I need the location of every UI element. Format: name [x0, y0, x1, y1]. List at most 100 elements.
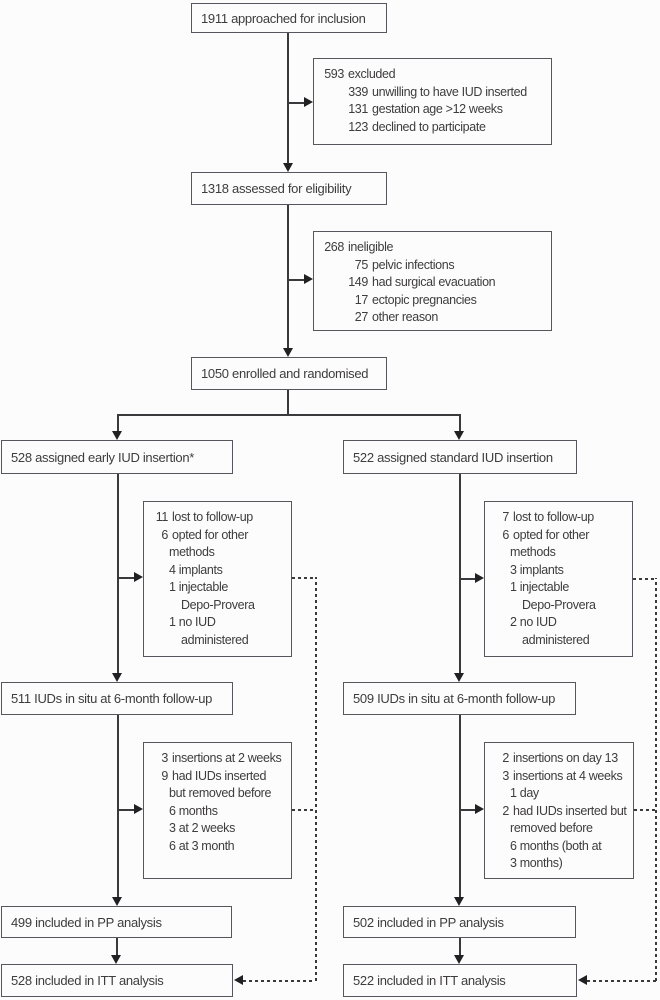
box-pp-standard: 502 included in PP analysis [343, 906, 576, 938]
box-itt-standard: 522 included in ITT analysis [343, 964, 577, 997]
dashed-lost-early-out [292, 577, 316, 579]
flow-list-line: 6 months (both at [510, 838, 602, 853]
flow-list-line: 2 no IUD [510, 615, 557, 629]
dashed-removed-standard-out [634, 809, 656, 811]
flow-list-line: 4 implants [169, 562, 223, 577]
box-assign-early-label: 528 assigned early IUD insertion* [11, 449, 195, 465]
box-pp-standard-label: 502 included in PP analysis [353, 914, 504, 930]
dashed-lost-standard-out [633, 578, 656, 580]
connector-branch-ineligible [288, 279, 304, 281]
dashed-standard-down [655, 578, 657, 981]
flow-list-line: 1 injectable [510, 580, 570, 594]
flow-list-line: Depo-Provera [522, 597, 596, 612]
flow-list-line: administered [522, 632, 590, 647]
connector-assign-situ-standard [459, 474, 461, 674]
box-itt-early-label: 528 included in ITT analysis [11, 973, 164, 988]
box-pp-early: 499 included in PP analysis [1, 906, 232, 938]
connector-split-bar [117, 414, 461, 416]
arrow-down-randomised-icon [283, 348, 293, 357]
connector-branch-removed-standard [460, 809, 475, 811]
connector-split-standard [459, 415, 461, 432]
flow-list-line: 3 months) [510, 856, 563, 870]
arrow-right-removed-standard-icon [475, 804, 484, 814]
connector-split-early [117, 415, 119, 432]
arrow-down-assign-standard-icon [454, 431, 464, 440]
box-randomised-label: 1050 enrolled and randomised [201, 366, 369, 381]
connector-branch-lost-early [118, 577, 134, 579]
dashed-standard-into-itt [587, 980, 656, 982]
arrow-right-lost-early-icon [134, 572, 143, 582]
box-assessed-label: 1318 assessed for eligibility [201, 181, 352, 196]
arrow-down-itt-standard-icon [454, 955, 464, 964]
connector-randomised-split [287, 390, 289, 416]
arrow-down-pp-standard-icon [454, 897, 464, 906]
connector-situ-pp-early [117, 715, 119, 898]
flow-list-line: 1 no IUD [169, 615, 216, 629]
flow-list-line: 1 day [510, 786, 539, 800]
arrow-down-assign-early-icon [112, 431, 122, 440]
arrow-right-excluded-icon [304, 97, 313, 107]
connector-pp-itt-early [116, 938, 118, 956]
arrow-right-ineligible-icon [304, 274, 313, 284]
flow-list-line: methods [169, 545, 215, 559]
box-situ-early: 511 IUDs in situ at 6-month follow-up [1, 682, 233, 715]
box-assign-standard: 522 assigned standard IUD insertion [343, 440, 577, 474]
box-randomised: 1050 enrolled and randomised [191, 357, 387, 390]
dashed-early-into-itt [243, 980, 315, 982]
box-approached: 1911 approached for inclusion [191, 3, 387, 33]
flow-list-line: but removed before [169, 786, 272, 800]
flow-list-line: 3 at 2 weeks [169, 821, 235, 835]
flow-list-line: removed before [510, 821, 593, 835]
connector-branch-removed-early [118, 809, 134, 811]
flow-list-line: 6 months [169, 803, 218, 818]
connector-pp-itt-standard [459, 938, 461, 956]
box-situ-standard-label: 509 IUDs in situ at 6-month follow-up [353, 691, 556, 706]
dashed-early-down [315, 577, 317, 981]
arrow-down-pp-early-icon [112, 897, 122, 906]
arrow-down-situ-early-icon [112, 673, 122, 682]
flow-list-line: 3 implants [510, 562, 564, 577]
box-assign-early: 528 assigned early IUD insertion* [1, 440, 233, 474]
arrow-down-itt-early-icon [111, 955, 121, 964]
box-itt-early: 528 included in ITT analysis [1, 964, 233, 997]
arrow-right-lost-standard-icon [475, 573, 484, 583]
flow-list-line: 1 injectable [169, 580, 229, 594]
box-assessed: 1318 assessed for eligibility [191, 172, 387, 205]
flow-list-line: 6 at 3 month [169, 838, 235, 853]
box-situ-early-label: 511 IUDs in situ at 6-month follow-up [11, 691, 213, 706]
flow-list-line: Depo-Provera [181, 597, 255, 612]
arrow-down-situ-standard-icon [454, 673, 464, 682]
connector-approached-assessed [287, 33, 289, 163]
connector-branch-lost-standard [460, 578, 475, 580]
box-assign-standard-label: 522 assigned standard IUD insertion [353, 449, 553, 465]
arrow-down-assessed-icon [283, 163, 293, 172]
arrow-left-itt-early-icon [234, 975, 243, 985]
connector-assessed-randomised [287, 205, 289, 348]
box-pp-early-label: 499 included in PP analysis [11, 914, 162, 930]
dashed-removed-early-out [292, 809, 316, 811]
connector-situ-pp-standard [459, 715, 461, 898]
box-itt-standard-label: 522 included in ITT analysis [353, 973, 506, 988]
